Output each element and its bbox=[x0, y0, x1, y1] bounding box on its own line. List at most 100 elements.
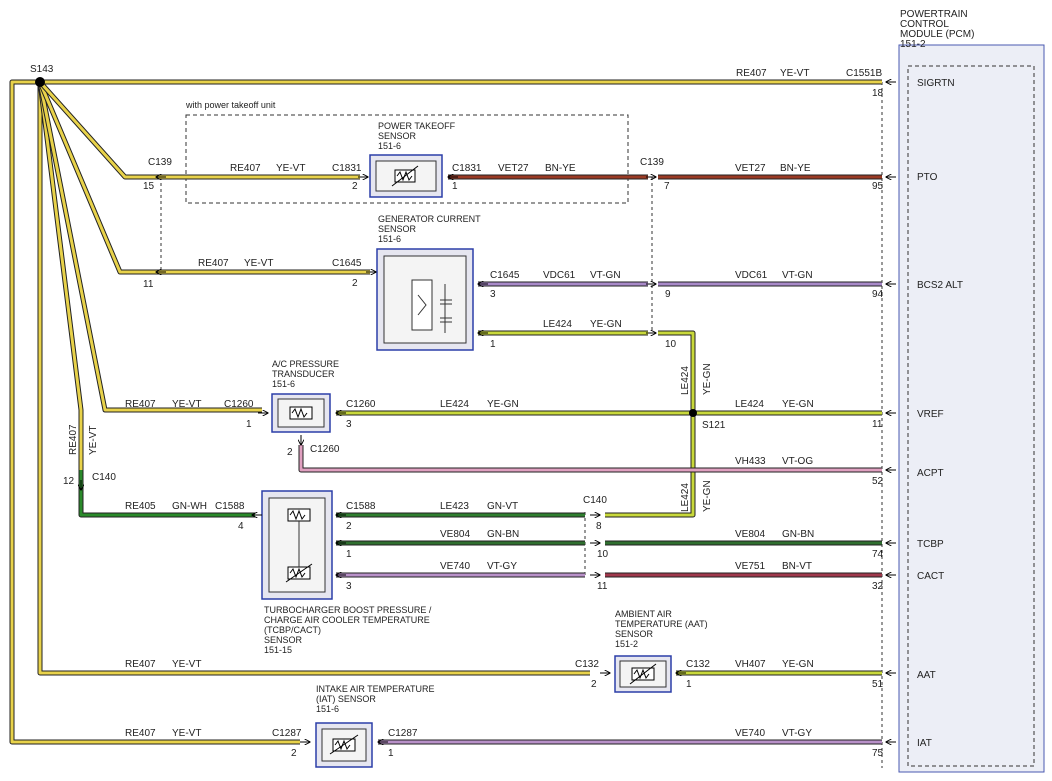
pto-sensor: POWER TAKEOFF SENSOR 151-6 bbox=[369, 121, 456, 198]
label-acpt-col: VT-OG bbox=[782, 456, 813, 467]
label-gen-c139-pin10: 10 bbox=[665, 339, 677, 350]
pin-tcbp: TCBP bbox=[917, 539, 944, 550]
label-aat-c-r: C132 bbox=[686, 659, 710, 670]
ac-pressure-transducer: A/C PRESSURE TRANSDUCER 151-6 bbox=[271, 359, 339, 433]
label-iat-c-r-pin: 1 bbox=[388, 748, 394, 759]
label-tc-c-r: C1588 bbox=[346, 501, 376, 512]
label-pto-l-circ: RE407 bbox=[230, 163, 261, 174]
label-iat-r-circ: VE740 bbox=[735, 728, 765, 739]
splice-s121 bbox=[689, 409, 697, 417]
label-gen-le-col: YE-GN bbox=[590, 319, 622, 330]
label-pto-c-r: C1831 bbox=[452, 163, 482, 174]
pcm-title-2: CONTROL bbox=[900, 19, 949, 30]
label-c139-r: C139 bbox=[640, 157, 664, 168]
label-cact-r-col: BN-VT bbox=[782, 561, 812, 572]
label-vref-col: YE-GN bbox=[782, 399, 814, 410]
label-iat-c-l-pin: 2 bbox=[291, 748, 297, 759]
label-aat-l-col: YE-VT bbox=[172, 659, 201, 670]
label-pto-c-r-pin: 1 bbox=[452, 181, 458, 192]
label-gen-c-r-pin3: 3 bbox=[490, 289, 496, 300]
label-tcbp-r-col: GN-BN bbox=[782, 529, 814, 540]
label-tc-le-col: GN-VT bbox=[487, 501, 518, 512]
connector-arrows bbox=[81, 82, 896, 742]
label-aat-r-col: YE-GN bbox=[782, 659, 814, 670]
wire-s143-aat bbox=[38, 82, 590, 675]
pin-iat: IAT bbox=[917, 738, 932, 749]
label-gen-c139-pin9: 9 bbox=[665, 289, 671, 300]
label-aat-pin: 51 bbox=[872, 679, 884, 690]
wire-s143-gen bbox=[38, 81, 370, 274]
label-vert-le2-col: YE-GN bbox=[702, 480, 713, 512]
label-ac-l-col: YE-VT bbox=[172, 399, 201, 410]
label-tc-c-l: C1588 bbox=[215, 501, 245, 512]
label-gen-c-l-pin: 2 bbox=[352, 278, 358, 289]
label-ac-c-r-pin: 3 bbox=[346, 419, 352, 430]
label-ac-c-l-pin: 1 bbox=[246, 419, 252, 430]
iat-sensor-title-2: (IAT) SENSOR bbox=[316, 694, 376, 704]
label-c140-r: C140 bbox=[583, 495, 607, 506]
wire-le424-vert bbox=[605, 331, 695, 517]
label-pto-m-circ: VET27 bbox=[498, 163, 529, 174]
label-sig-pin: 18 bbox=[872, 88, 884, 99]
gen-sensor-title-1: GENERATOR CURRENT bbox=[378, 214, 481, 224]
label-gen-c-r: C1645 bbox=[490, 270, 520, 281]
label-vref-circ: LE424 bbox=[735, 399, 764, 410]
label-tc-re-circ: RE405 bbox=[125, 501, 156, 512]
label-pto-l-col: YE-VT bbox=[276, 163, 305, 174]
label-aat-l-circ: RE407 bbox=[125, 659, 156, 670]
label-vert-re-col: YE-VT bbox=[88, 426, 99, 455]
tcbp-sensor-title-1: TURBOCHARGER BOOST PRESSURE / bbox=[264, 605, 432, 615]
splice-s121-label: S121 bbox=[702, 420, 726, 431]
pcm-pins: SIGRTN PTO BCS2 ALT VREF ACPT TCBP CACT … bbox=[917, 78, 963, 749]
label-c140-r-pin8: 8 bbox=[596, 521, 602, 532]
label-gen-m-col: VT-GN bbox=[590, 270, 621, 281]
label-ac-l-circ: RE407 bbox=[125, 399, 156, 410]
wire-s143-pto bbox=[38, 80, 360, 179]
label-gen-m-circ: VDC61 bbox=[543, 270, 576, 281]
splice-s143-label: S143 bbox=[30, 64, 54, 75]
generator-current-sensor: GENERATOR CURRENT SENSOR 151-6 bbox=[376, 214, 481, 351]
label-tc-c-r-pin1: 1 bbox=[346, 549, 352, 560]
label-tcbp-pin: 74 bbox=[872, 549, 884, 560]
label-vref-pin: 11 bbox=[872, 419, 883, 430]
label-aat-c-l-pin: 2 bbox=[591, 679, 597, 690]
label-iat-pin: 75 bbox=[872, 748, 884, 759]
label-cact-pin: 32 bbox=[872, 581, 884, 592]
label-gen-l-circ: RE407 bbox=[198, 258, 229, 269]
label-c139-l: C139 bbox=[148, 157, 172, 168]
label-tc-c-l-pin: 4 bbox=[238, 521, 244, 532]
label-iat-c-r: C1287 bbox=[388, 728, 418, 739]
label-tc-re-col: GN-WH bbox=[172, 501, 207, 512]
label-gen-c-l: C1645 bbox=[332, 258, 362, 269]
label-sig-circ: RE407 bbox=[736, 68, 767, 79]
label-gen-l-pin: 11 bbox=[143, 279, 154, 290]
label-cact-r-circ: VE751 bbox=[735, 561, 765, 572]
pin-vref: VREF bbox=[917, 409, 944, 420]
aat-sensor-title-2: TEMPERATURE (AAT) bbox=[615, 619, 708, 629]
gen-sensor-title-2: SENSOR bbox=[378, 224, 417, 234]
label-ac-c-r: C1260 bbox=[346, 399, 376, 410]
label-tc-c-r-pin2: 2 bbox=[346, 521, 352, 532]
pin-bcs2: BCS2 ALT bbox=[917, 280, 963, 291]
ac-sensor-title-3: 151-6 bbox=[272, 379, 295, 389]
label-gen-c-r-pin1: 1 bbox=[490, 339, 496, 350]
label-ac-c-l: C1260 bbox=[224, 399, 254, 410]
wire-s143-iat bbox=[10, 80, 300, 744]
label-sig-col: YE-VT bbox=[780, 68, 809, 79]
iat-sensor: INTAKE AIR TEMPERATURE (IAT) SENSOR 151-… bbox=[315, 684, 435, 768]
tcbp-sensor-title-4: SENSOR bbox=[264, 635, 303, 645]
label-cact-m-col: VT-GY bbox=[487, 561, 517, 572]
pto-sensor-title-1: POWER TAKEOFF bbox=[378, 121, 456, 131]
pto-option-box bbox=[185, 114, 629, 204]
label-c140-pin10: 10 bbox=[597, 549, 609, 560]
label-aat-c-r-pin: 1 bbox=[686, 679, 692, 690]
aat-sensor-title-3: SENSOR bbox=[615, 629, 654, 639]
wire-s143-c140 bbox=[38, 81, 83, 470]
aat-sensor-title-1: AMBIENT AIR bbox=[615, 609, 672, 619]
ac-sensor-title-2: TRANSDUCER bbox=[272, 369, 335, 379]
label-tcbp-m-circ: VE804 bbox=[440, 529, 470, 540]
label-c139-l-pin: 15 bbox=[143, 181, 155, 192]
label-pto-m-col: BN-YE bbox=[545, 163, 576, 174]
label-pto-r-col: BN-YE bbox=[780, 163, 811, 174]
